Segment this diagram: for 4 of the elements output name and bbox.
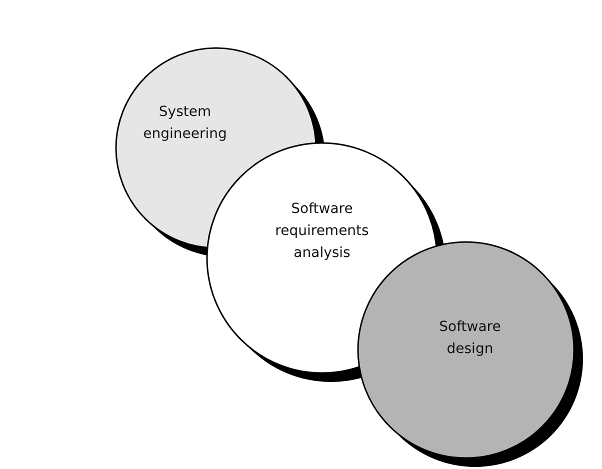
circle-label: Software design <box>438 318 502 359</box>
circle-label: System engineering <box>142 103 228 144</box>
circle-label: Software requirements analysis <box>274 200 370 263</box>
overlapping-circle <box>357 241 584 468</box>
